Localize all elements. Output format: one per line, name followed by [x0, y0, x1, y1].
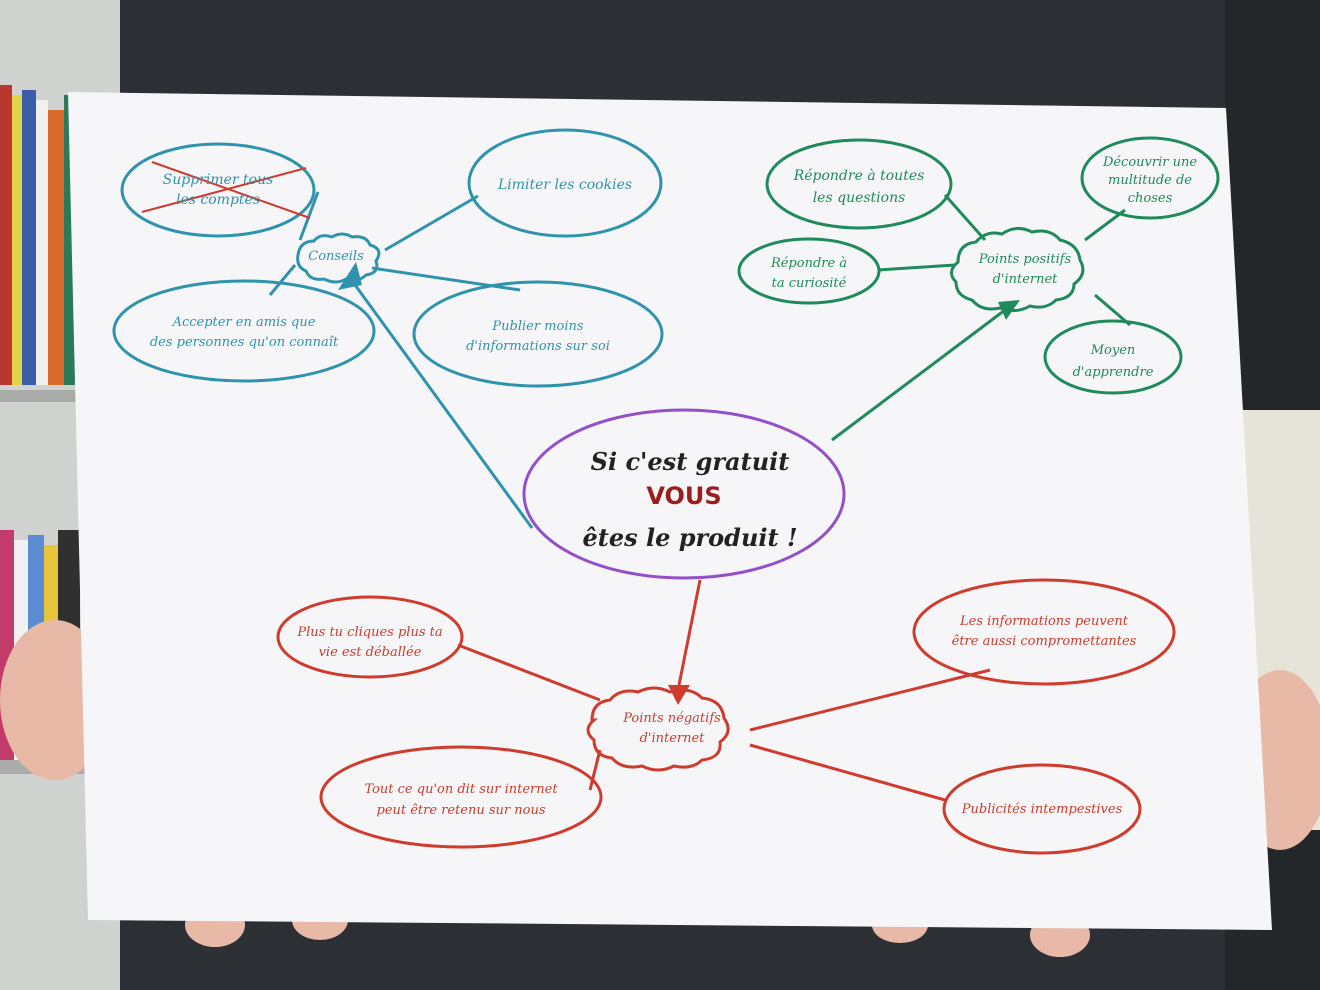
- node-publier-moins: [412, 280, 664, 388]
- supprimer-line-1: Supprimer tous: [163, 172, 274, 188]
- amis-line-1: Accepter en amis que: [172, 315, 316, 330]
- informations-line-2: être aussi compromettantes: [952, 634, 1137, 649]
- strike-line-2: [141, 167, 307, 213]
- clique-line-1: Plus tu cliques plus ta: [296, 625, 442, 640]
- questions-line-1: Répondre à toutes: [793, 168, 925, 184]
- decouvrir-line-1: Découvrir une: [1102, 155, 1197, 170]
- center-line-1: Si c'est gratuit: [591, 447, 790, 476]
- node-accepter-amis: [112, 279, 376, 383]
- node-supprimer-comptes: [120, 142, 316, 238]
- node-curiosite: [737, 237, 881, 305]
- node-points-positifs: [950, 227, 1085, 313]
- conseils-title: Conseils: [308, 249, 364, 264]
- red-connectors: [457, 579, 991, 802]
- node-publicites: [942, 763, 1142, 855]
- curiosite-line-2: ta curiosité: [772, 276, 847, 291]
- node-informations-compromettantes: [912, 578, 1176, 686]
- node-points-negatifs: [586, 686, 730, 772]
- positifs-title-1: Points positifs: [978, 252, 1072, 267]
- apprendre-line-1: Moyen: [1090, 343, 1136, 358]
- node-center: [522, 408, 846, 580]
- decouvrir-line-3: choses: [1128, 191, 1173, 206]
- node-repondre-questions: [765, 138, 953, 230]
- center-line-2: VOUS: [646, 482, 721, 510]
- retenu-line-1: Tout ce qu'on dit sur internet: [364, 782, 558, 797]
- red-texts: Plus tu cliques plus ta vie est déballée…: [296, 614, 1136, 818]
- green-texts: Répondre à toutes les questions Découvri…: [770, 155, 1197, 380]
- node-decouvrir: [1080, 136, 1220, 220]
- negatifs-title-1: Points négatifs: [622, 711, 721, 726]
- decouvrir-line-2: multitude de: [1108, 173, 1192, 188]
- publier-line-1: Publier moins: [491, 319, 583, 334]
- clique-line-2: vie est déballée: [319, 645, 422, 660]
- positifs-title-2: d'internet: [993, 272, 1059, 287]
- supprimer-line-2: les comptes: [176, 192, 260, 208]
- retenu-line-2: peut être retenu sur nous: [376, 803, 545, 818]
- node-conseils: [296, 232, 381, 284]
- amis-line-2: des personnes qu'on connaît: [150, 335, 339, 350]
- center-line-3: êtes le produit !: [583, 523, 798, 552]
- center-texts: Si c'est gratuit VOUS êtes le produit !: [583, 447, 798, 552]
- cookies-line-1: Limiter les cookies: [497, 177, 632, 193]
- negatifs-title-2: d'internet: [640, 731, 706, 746]
- node-limiter-cookies: [467, 128, 663, 238]
- questions-line-2: les questions: [813, 190, 906, 206]
- informations-line-1: Les informations peuvent: [959, 614, 1129, 629]
- teal-texts: Supprimer tous les comptes Limiter les c…: [150, 172, 632, 354]
- apprendre-line-2: d'apprendre: [1073, 365, 1154, 380]
- node-plus-tu-cliques: [276, 595, 464, 679]
- curiosite-line-1: Répondre à: [770, 256, 847, 271]
- teal-arrowhead: [338, 262, 362, 290]
- publicites-line-1: Publicités intempestives: [961, 802, 1123, 817]
- strike-line-1: [151, 161, 311, 219]
- node-tout-ce-quon-dit: [319, 745, 603, 849]
- publier-line-2: d'informations sur soi: [466, 339, 610, 354]
- paper-sheet: [68, 92, 1272, 930]
- node-moyen-apprendre: [1043, 319, 1183, 395]
